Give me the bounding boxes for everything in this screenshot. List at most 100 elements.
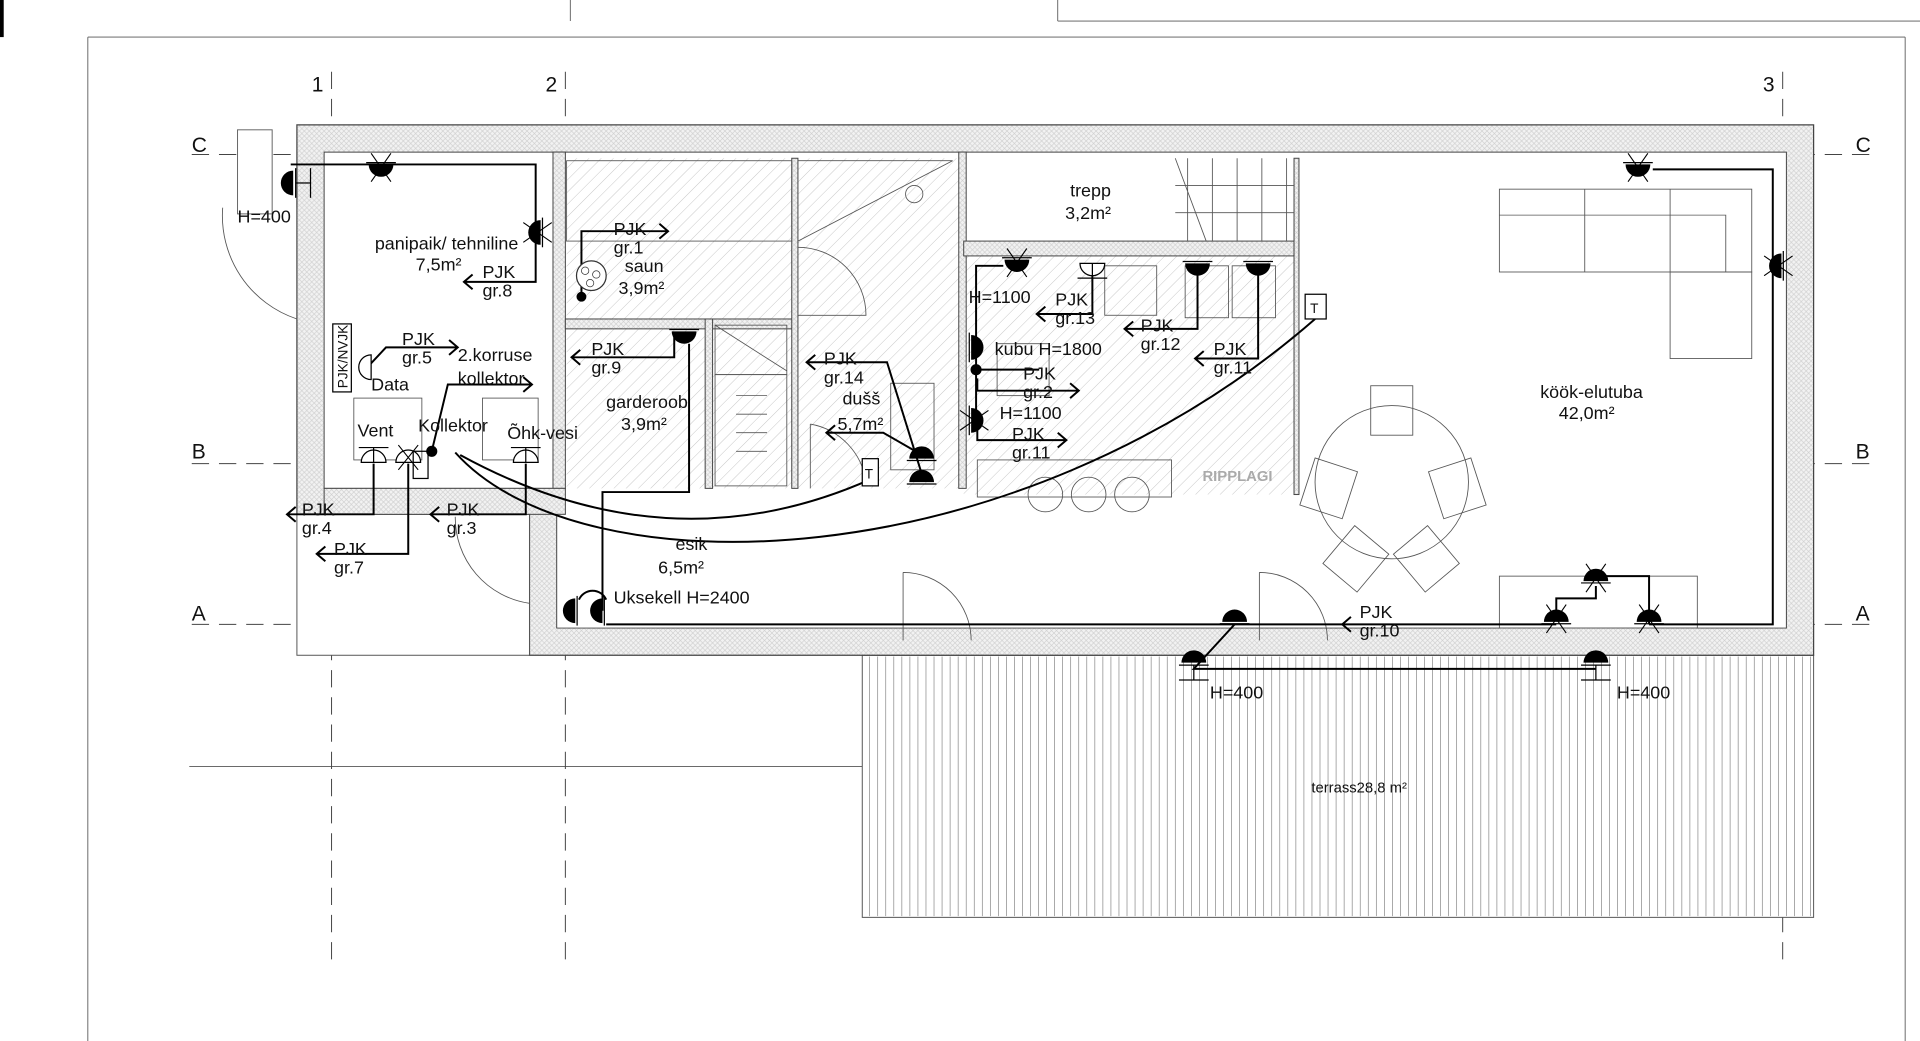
circuit-group: gr.2: [1023, 382, 1053, 402]
thermostat-kitchen: T: [1304, 293, 1327, 320]
room-name-trepp: trepp: [1070, 181, 1111, 201]
stove-junction-icon: [970, 364, 982, 376]
circuit-group: gr.9: [591, 357, 621, 377]
label-kollektor: Kollektor: [418, 415, 488, 435]
room-area-esik: 6,5m²: [658, 558, 704, 578]
data-socket-icon: [358, 354, 372, 381]
circuit-pjk: PJK: [302, 500, 335, 520]
circuit-pjk: PJK: [614, 219, 647, 239]
circuit-group: gr.11: [1012, 443, 1051, 463]
device-labels: H=400 2.korruse kollektor Data Vent Koll…: [238, 207, 1671, 703]
room-name-duss: dušš: [842, 388, 880, 408]
circuit-pjk: PJK: [447, 500, 480, 520]
room-name-garderoob: garderoob: [606, 392, 688, 412]
circuit-pjk: PJK: [402, 329, 435, 349]
grid-label-1: 1: [312, 73, 324, 96]
height-label-terrace-1: H=400: [1210, 683, 1263, 703]
grid-label-c-left: C: [192, 134, 207, 157]
interior-walls: [323, 151, 1300, 515]
pjk-nvjk-panel: PJK/NVJK: [332, 323, 352, 393]
grid-label-2: 2: [546, 73, 558, 96]
room-area-panipaik: 7,5m²: [416, 255, 462, 275]
circuit-pjk: PJK: [334, 539, 367, 559]
room-area-saun: 3,9m²: [619, 278, 665, 298]
room-name-esik: esik: [675, 534, 707, 554]
circuit-pjk: PJK: [1012, 424, 1045, 444]
thermostat-label: T: [1310, 301, 1318, 316]
thermostat-duss: T: [861, 458, 879, 487]
door-swings: [221, 207, 1328, 641]
grid-label-a-right: A: [1856, 603, 1870, 626]
circuit-pjk: PJK: [1023, 364, 1056, 384]
grid-label-a-left: A: [192, 603, 206, 626]
circuit-pjk: PJK: [1214, 339, 1247, 359]
grid-label-b-right: B: [1856, 441, 1870, 464]
deck-boards: [869, 656, 1811, 917]
height-label-kitchen-1: H=1100: [969, 287, 1031, 307]
room-area-garderoob: 3,9m²: [621, 414, 667, 434]
room-area-kook: 42,0m²: [1559, 403, 1615, 423]
panel-label: PJK/NVJK: [336, 325, 351, 388]
label-kollektor-2: kollektor: [458, 369, 525, 389]
label-uksekell: Uksekell H=2400: [614, 587, 750, 607]
circuit-pjk: PJK: [482, 262, 515, 282]
label-data: Data: [371, 375, 409, 395]
circuit-group: gr.1: [614, 237, 644, 257]
sauna-heater-icon: [575, 260, 607, 302]
label-ohk-vesi: Õhk-vesi: [507, 422, 578, 443]
circuit-group: gr.8: [482, 281, 512, 301]
label-kubu: kubu H=1800: [995, 339, 1102, 359]
electrical-symbols: T T PJK/NVJK: [280, 152, 1794, 681]
room-labels: panipaik/ tehniline 7,5m² saun 3,9m² gar…: [375, 181, 1643, 797]
room-name-saun: saun: [625, 256, 664, 276]
room-area-duss: 5,7m²: [838, 414, 884, 434]
circuit-pjk: PJK: [824, 349, 857, 369]
height-label-terrace-2: H=400: [1617, 683, 1670, 703]
room-name-terrass: terrass28,8 m²: [1311, 780, 1407, 796]
label-vent: Vent: [358, 420, 394, 440]
kollektor-box: [412, 450, 429, 480]
grid-label-c-right: C: [1856, 134, 1871, 157]
grid-label-b-left: B: [192, 441, 206, 464]
room-name-kook: köök-elutuba: [1540, 382, 1643, 402]
circuit-group: gr.13: [1055, 308, 1095, 328]
circuit-group: gr.10: [1360, 621, 1400, 641]
hatched-areas: [566, 158, 1296, 495]
room-name-panipaik: panipaik/ tehniline: [375, 234, 519, 254]
circuit-group: gr.11: [1214, 357, 1253, 377]
height-label-entry: H=400: [238, 207, 291, 227]
circuit-pjk: PJK: [1141, 315, 1174, 335]
circuit-group: gr.14: [824, 367, 864, 387]
grid-label-3: 3: [1763, 73, 1775, 96]
terrace-deck: [861, 654, 1815, 918]
wiring: [285, 163, 1774, 670]
circuit-pjk: PJK: [591, 339, 624, 359]
room-area-trepp: 3,2m²: [1065, 203, 1111, 223]
circuit-group: gr.12: [1141, 334, 1181, 354]
label-2-korruse: 2.korruse: [458, 345, 533, 365]
circuit-group: gr.4: [302, 518, 332, 538]
height-label-kitchen-2: H=1100: [1000, 403, 1062, 423]
circuit-group: gr.3: [447, 518, 477, 538]
ripplagi-label: RIPPLAGI: [1202, 469, 1272, 485]
circuit-pjk: PJK: [1360, 602, 1393, 622]
kollektor-junction-icon: [426, 445, 438, 457]
circuit-group: gr.7: [334, 558, 364, 578]
